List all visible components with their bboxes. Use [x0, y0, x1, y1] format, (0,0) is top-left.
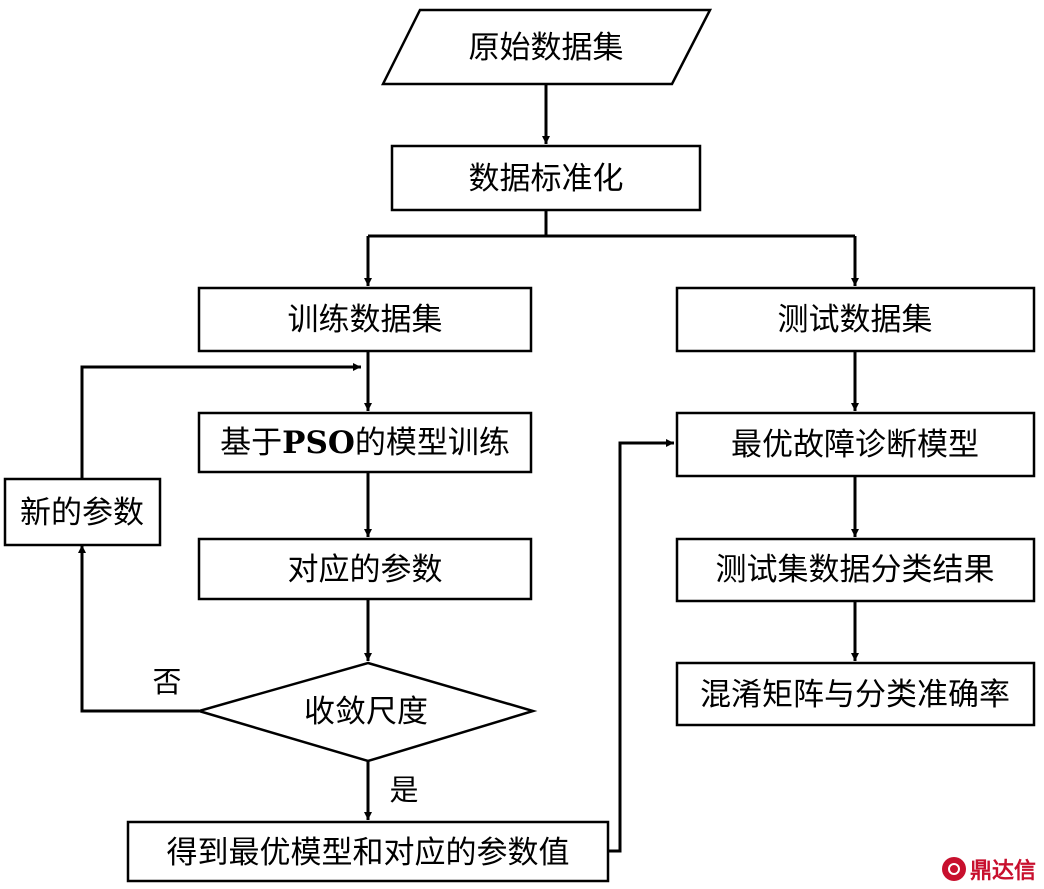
- decision-diamond: [194, 661, 538, 763]
- node-test-set: 测试数据集: [675, 286, 1036, 353]
- watermark: 鼎达信: [941, 853, 1036, 885]
- test-set-label: 测试数据集: [778, 302, 933, 338]
- optimal-diag-label: 最优故障诊断模型: [731, 427, 979, 463]
- node-confusion: 混淆矩阵与分类准确率: [675, 661, 1036, 727]
- edge-best-to-optimal: [608, 439, 674, 853]
- node-test-result: 测试集数据分类结果: [675, 537, 1036, 603]
- edge-normalize-branch: [368, 210, 548, 238]
- pso-train-label: 基于PSO的模型训练: [220, 425, 510, 461]
- node-params: 对应的参数: [197, 537, 533, 601]
- best-model-label: 得到最优模型和对应的参数值: [167, 835, 570, 871]
- edge-convergence-no: [78, 545, 199, 713]
- no-label: 否: [152, 665, 181, 699]
- node-convergence: 收敛尺度: [194, 661, 538, 763]
- node-optimal-diag: 最优故障诊断模型: [675, 411, 1036, 478]
- convergence-label: 收敛尺度: [304, 694, 428, 730]
- edge-new-params-loop: [80, 363, 361, 479]
- parallelogram-shape: [380, 8, 713, 86]
- normalize-label: 数据标准化: [469, 161, 624, 197]
- test-result-label: 测试集数据分类结果: [716, 552, 995, 588]
- yes-label: 是: [389, 773, 418, 807]
- edges: [78, 84, 859, 853]
- node-raw-data: 原始数据集: [380, 8, 713, 86]
- train-set-label: 训练数据集: [288, 302, 443, 338]
- brand-logo-icon: [941, 857, 966, 881]
- params-label: 对应的参数: [288, 552, 443, 588]
- node-train-set: 训练数据集: [197, 286, 533, 353]
- node-normalize: 数据标准化: [390, 144, 702, 212]
- node-new-params: 新的参数: [3, 477, 162, 547]
- node-best-model: 得到最优模型和对应的参数值: [126, 820, 610, 883]
- confusion-label: 混淆矩阵与分类准确率: [700, 677, 1010, 713]
- new-params-label: 新的参数: [20, 495, 144, 531]
- node-pso-train: 基于PSO的模型训练: [197, 411, 533, 474]
- raw-data-label: 原始数据集: [469, 30, 624, 66]
- watermark-text: 鼎达信: [969, 859, 1036, 884]
